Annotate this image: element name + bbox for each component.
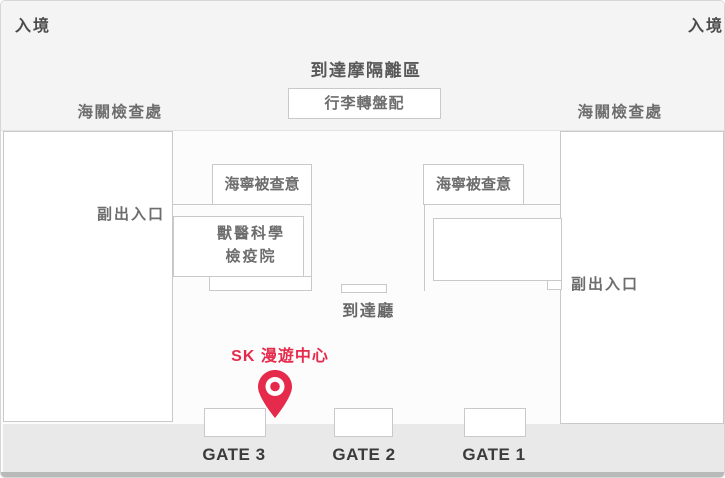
customs-label-right: 海關檢查處	[577, 104, 663, 121]
bottom-edge-strip	[1, 472, 724, 477]
gate-1-label: GATE 1	[462, 445, 526, 464]
inspection-label-right: 海寧被查意	[435, 176, 511, 193]
gate-3-label: GATE 3	[202, 445, 266, 464]
right-room	[560, 131, 724, 424]
left-room	[3, 131, 173, 422]
gate-1-box	[464, 408, 526, 437]
wall-right-vertical	[424, 205, 425, 291]
baggage-carousel-box: 行李轉盤配	[288, 88, 441, 119]
vet-quarantine-box: 獸醫科學 檢疫院	[173, 216, 304, 277]
gate-2-box	[334, 408, 393, 437]
baggage-carousel-label: 行李轉盤配	[324, 95, 405, 112]
unlabeled-room-box	[433, 218, 562, 281]
entry-label-right: 入境	[687, 18, 724, 35]
arrival-hall-label: 到達廳	[342, 303, 395, 320]
map-pin-icon	[258, 370, 292, 418]
vet-quarantine-label-line2: 檢疫院	[225, 248, 277, 265]
inspection-box-right: 海寧被查意	[423, 164, 524, 205]
gate-2-label: GATE 2	[332, 445, 396, 464]
gate-3-box	[204, 408, 266, 437]
arrival-hall-marker-box	[341, 284, 387, 293]
sk-roaming-center-label: SK 漫遊中心	[231, 348, 329, 365]
arrival-quarantine-area-label: 到達摩隔離區	[310, 61, 422, 80]
inspection-label-left: 海寧被查意	[224, 176, 300, 193]
wall-left-horizontal	[173, 204, 213, 205]
wall-left-vertical	[311, 205, 312, 277]
sub-exit-label-left: 副出入口	[96, 206, 165, 223]
sub-exit-label-right: 副出入口	[571, 276, 640, 293]
wall-right-horizontal	[523, 204, 561, 205]
inspection-box-left: 海寧被查意	[212, 164, 312, 205]
entry-label-left: 入境	[15, 18, 52, 35]
customs-label-left: 海關檢查處	[77, 104, 163, 121]
vet-quarantine-label-line1: 獸醫科學	[216, 225, 285, 242]
vet-quarantine-tab	[209, 276, 312, 291]
